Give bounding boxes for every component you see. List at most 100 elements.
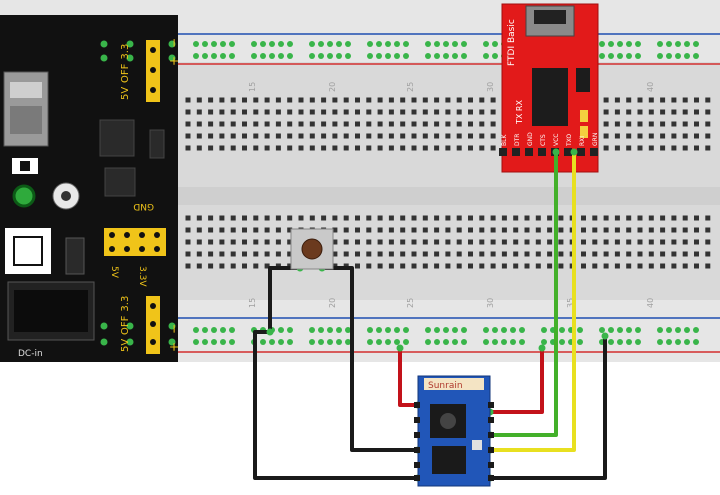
rail-hole xyxy=(666,41,672,47)
breadboard-hole xyxy=(287,145,293,151)
breadboard-hole xyxy=(648,215,654,221)
rail-hole xyxy=(211,339,217,345)
breadboard-hole xyxy=(264,239,270,245)
breadboard-hole xyxy=(219,97,225,103)
breadboard-hole xyxy=(242,263,247,269)
rail-hole xyxy=(260,53,266,59)
pin-label-5v: 5V xyxy=(109,266,119,279)
breadboard-hole xyxy=(309,133,315,139)
breadboard-hole xyxy=(309,145,315,151)
breadboard-hole xyxy=(411,263,417,269)
breadboard-hole xyxy=(479,263,485,269)
rail-hole xyxy=(229,41,235,47)
breadboard-hole xyxy=(275,227,281,233)
rail-hole xyxy=(309,339,315,345)
breadboard-hole xyxy=(671,215,677,221)
rail-hole xyxy=(434,339,440,345)
rail-hole xyxy=(666,339,672,345)
rail-hole xyxy=(675,327,681,333)
esp-pin xyxy=(488,402,494,408)
breadboard-hole xyxy=(614,251,620,257)
breadboard-hole xyxy=(603,145,609,151)
rail-hole xyxy=(269,53,275,59)
rail-hole xyxy=(385,53,391,59)
breadboard-hole xyxy=(694,133,699,139)
module-pin xyxy=(126,54,134,62)
rail-hole xyxy=(483,339,489,345)
breadboard-hole xyxy=(603,97,609,103)
breadboard-hole xyxy=(208,263,214,269)
breadboard-hole xyxy=(196,121,202,127)
breadboard-hole xyxy=(603,133,609,139)
breadboard-hole xyxy=(558,263,564,269)
rail-hole xyxy=(385,41,391,47)
breadboard-hole xyxy=(287,133,293,139)
breadboard-hole xyxy=(321,121,327,127)
breadboard-hole xyxy=(660,109,666,115)
breadboard-hole xyxy=(603,251,609,257)
rail-hole xyxy=(287,327,293,333)
rail-hole xyxy=(434,41,440,47)
breadboard-hole xyxy=(422,145,428,151)
rail-hole xyxy=(608,339,614,345)
breadboard-hole xyxy=(705,251,711,257)
breadboard-hole xyxy=(411,109,417,115)
module-pin xyxy=(100,40,108,48)
breadboard-hole xyxy=(592,227,598,233)
breadboard-hole xyxy=(196,109,202,115)
breadboard-hole xyxy=(456,215,462,221)
rail-hole xyxy=(657,339,663,345)
breadboard-hole xyxy=(366,239,372,245)
breadboard-hole xyxy=(208,109,214,115)
rail-hole xyxy=(519,339,525,345)
breadboard-hole xyxy=(298,145,304,151)
rail-hole xyxy=(327,327,333,333)
breadboard-hole xyxy=(456,145,462,151)
rail-hole xyxy=(269,339,275,345)
rail-hole xyxy=(608,41,614,47)
breadboard-hole xyxy=(264,109,270,115)
breadboard-hole xyxy=(253,97,259,103)
breadboard-hole xyxy=(671,145,677,151)
rail-hole xyxy=(483,53,489,59)
breadboard-hole xyxy=(535,263,541,269)
breadboard-hole xyxy=(242,109,247,115)
breadboard-hole xyxy=(366,215,372,221)
breadboard-hole xyxy=(230,97,236,103)
breadboard-hole xyxy=(321,215,327,221)
breadboard-hole xyxy=(490,121,496,127)
breadboard-hole xyxy=(377,251,383,257)
breadboard-hole xyxy=(614,263,620,269)
rail-sign-minus-top: − xyxy=(167,38,181,48)
breadboard-hole xyxy=(264,227,270,233)
breadboard-hole xyxy=(332,145,338,151)
breadboard-hole xyxy=(547,215,553,221)
breadboard-hole xyxy=(377,145,383,151)
breadboard-hole xyxy=(377,109,383,115)
breadboard-hole xyxy=(185,145,191,151)
breadboard-hole xyxy=(581,239,586,245)
breadboard-hole xyxy=(614,97,620,103)
breadboard-hole xyxy=(355,133,360,139)
rail-hole xyxy=(599,41,605,47)
breadboard-hole xyxy=(208,133,214,139)
antenna-label xyxy=(424,378,484,390)
breadboard-hole xyxy=(321,145,327,151)
breadboard-hole xyxy=(253,251,259,257)
breadboard-hole xyxy=(479,145,485,151)
breadboard-hole xyxy=(614,121,620,127)
rail-hole xyxy=(501,327,507,333)
breadboard-hole xyxy=(264,263,270,269)
rail-hole xyxy=(287,339,293,345)
breadboard-hole xyxy=(501,215,507,221)
column-number-top: 20 xyxy=(328,82,337,92)
breadboard-hole xyxy=(422,215,428,221)
breadboard-hole xyxy=(196,239,202,245)
breadboard-hole xyxy=(671,263,677,269)
rail-hole xyxy=(443,53,449,59)
rail-hole xyxy=(492,327,498,333)
esp-pin xyxy=(488,417,494,423)
esp-brand: Sunrain xyxy=(428,381,463,391)
breadboard-hole xyxy=(660,145,666,151)
breadboard-hole xyxy=(456,121,462,127)
